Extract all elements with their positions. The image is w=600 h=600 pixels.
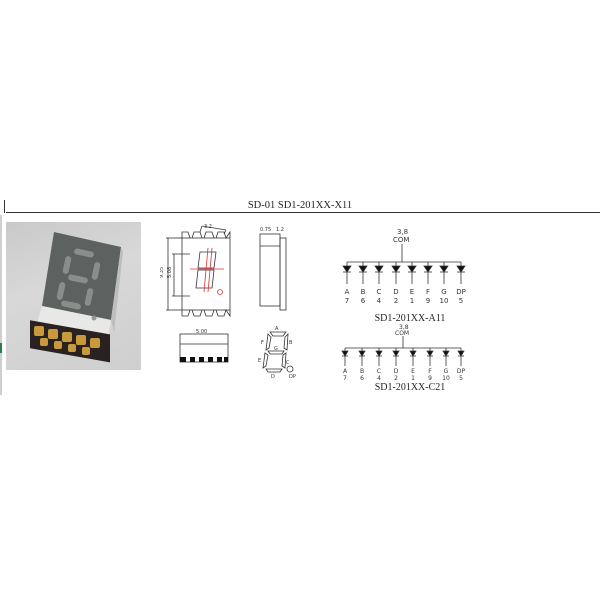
svg-text:G: G (444, 368, 449, 375)
svg-text:F: F (261, 340, 264, 346)
svg-text:6: 6 (361, 297, 366, 305)
svg-text:E: E (411, 368, 415, 375)
svg-text:A: A (343, 368, 348, 375)
svg-text:DP: DP (289, 374, 296, 380)
svg-text:E: E (410, 288, 414, 296)
svg-text:C: C (286, 360, 290, 366)
circuit-c21: 3,8 COM A B C D E F G DP 7 6 4 2 1 9 10 … (341, 324, 466, 382)
svg-text:5: 5 (459, 297, 463, 305)
svg-text:5.00: 5.00 (196, 329, 207, 335)
solder-pads (30, 320, 110, 363)
svg-text:9: 9 (428, 375, 432, 382)
title-underline (6, 212, 600, 213)
circuit-a11-caption: SD1-201XX-A11 (374, 313, 446, 324)
left-vertical-rule (4, 200, 5, 213)
front-view-drawing: 9.35 5.08 3.2 (160, 224, 231, 318)
svg-text:7: 7 (345, 297, 349, 305)
svg-text:3.2: 3.2 (204, 224, 212, 230)
side-view-drawing: 0.75 1.2 (259, 227, 287, 311)
svg-text:A: A (275, 326, 279, 332)
svg-text:G: G (274, 346, 278, 352)
segment-layout-diagram: A B C D E F G DP (258, 326, 296, 380)
svg-text:COM: COM (393, 236, 409, 244)
svg-text:D: D (271, 374, 275, 380)
svg-text:1: 1 (410, 297, 414, 305)
svg-text:A: A (345, 288, 350, 296)
svg-text:1.2: 1.2 (276, 227, 284, 233)
svg-text:C: C (377, 288, 382, 296)
svg-text:10: 10 (440, 297, 449, 305)
svg-text:G: G (441, 288, 446, 296)
svg-text:9: 9 (426, 297, 430, 305)
svg-text:7: 7 (343, 375, 347, 382)
svg-text:3,8: 3,8 (397, 228, 408, 236)
svg-text:5.08: 5.08 (167, 267, 173, 278)
svg-text:10: 10 (442, 375, 450, 382)
svg-text:0.75: 0.75 (260, 227, 271, 233)
svg-text:5: 5 (459, 375, 463, 382)
svg-text:F: F (428, 368, 432, 375)
green-marker (0, 343, 2, 353)
svg-text:4: 4 (377, 375, 381, 382)
svg-text:2: 2 (394, 297, 398, 305)
svg-text:B: B (361, 288, 366, 296)
svg-text:DP: DP (456, 288, 466, 296)
circuit-c21-caption: SD1-201XX-C21 (374, 382, 446, 393)
bottom-view-drawing: 5.00 (179, 329, 229, 363)
product-photo (6, 222, 141, 370)
svg-text:3,8: 3,8 (399, 324, 409, 331)
svg-text:E: E (258, 358, 261, 364)
svg-text:4: 4 (377, 297, 382, 305)
svg-text:F: F (426, 288, 430, 296)
svg-text:B: B (289, 340, 293, 346)
svg-text:DP: DP (457, 368, 466, 375)
svg-text:COM: COM (395, 330, 409, 337)
svg-text:D: D (393, 288, 398, 296)
left-edge-bar (0, 215, 2, 395)
svg-text:C: C (377, 368, 381, 375)
circuit-a11: 3,8 COM A B C D E F G DP 7 6 4 2 1 9 10 … (342, 228, 466, 305)
svg-text:6: 6 (360, 375, 364, 382)
svg-text:9.35: 9.35 (160, 267, 165, 278)
svg-text:D: D (394, 368, 399, 375)
document-title: SD-01 SD1-201XX-X11 (247, 200, 353, 211)
svg-text:B: B (360, 368, 364, 375)
svg-text:1: 1 (411, 375, 415, 382)
svg-text:2: 2 (394, 375, 398, 382)
